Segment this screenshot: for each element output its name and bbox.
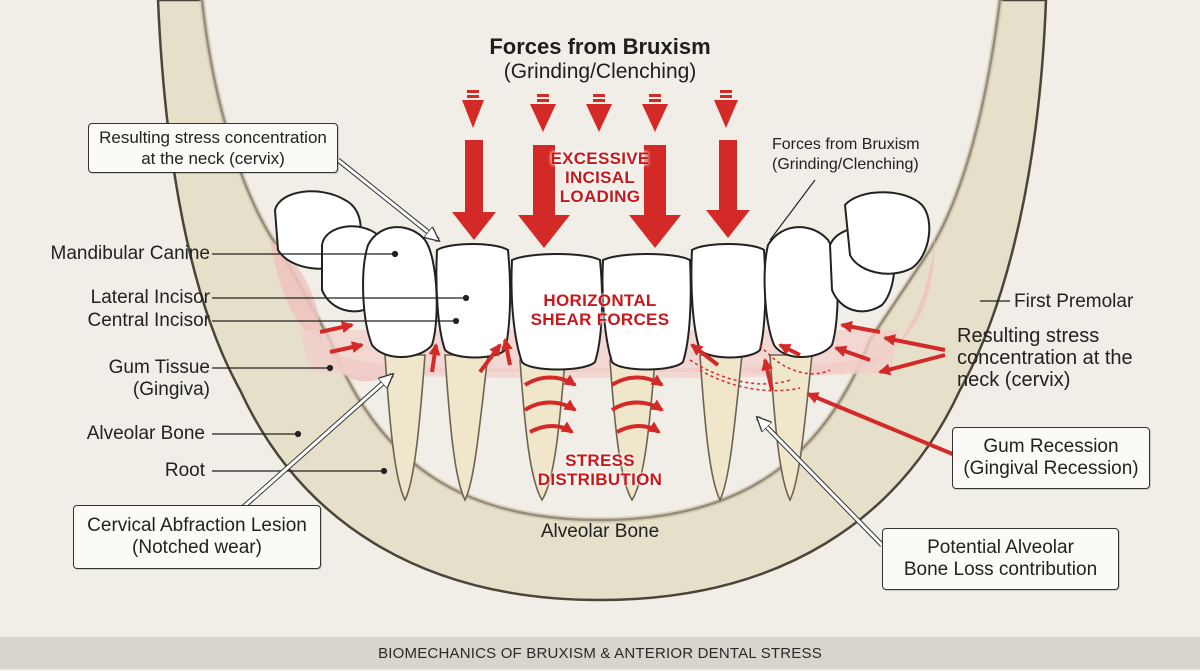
label-lateral-incisor: Lateral Incisor (90, 287, 210, 308)
root-lateral-right (699, 354, 743, 502)
label-horizontal-shear: HORIZONTAL SHEAR FORCES (520, 291, 680, 329)
diagram-title: Forces from Bruxism (489, 34, 711, 59)
recession-dashes (689, 344, 831, 392)
stress-distribution-arrows (523, 374, 664, 434)
label-stress-right: Resulting stress concentration at the ne… (957, 325, 1133, 391)
gum-recession-box-line1: Gum Recession (983, 436, 1119, 457)
label-shear-line1: HORIZONTAL (543, 291, 657, 310)
label-first-premolar: First Premolar (1014, 291, 1134, 312)
tooth-canine-right (763, 226, 839, 358)
label-gum-tissue: Gum Tissue (Gingiva) (109, 357, 210, 401)
label-excessive-line2: INCISAL (564, 168, 636, 187)
leader-lines-left (212, 250, 470, 475)
label-forces-right-line2: (Grinding/Clenching) (772, 156, 919, 173)
tooth-lateral-right (690, 243, 767, 359)
root-canine-left (384, 354, 426, 502)
label-stress-right-line1: Resulting stress (957, 325, 1100, 347)
root-central-left (519, 359, 566, 502)
label-stress-dist-line2: DISTRIBUTION (537, 470, 663, 489)
bone-loss-box-line1: Potential Alveolar (927, 537, 1074, 558)
label-stress-right-line2: concentration at the (957, 347, 1133, 369)
right-stress-arrows (806, 334, 956, 457)
force-arrows-down (452, 90, 750, 248)
label-central-incisor: Central Incisor (87, 310, 211, 331)
force-arrow-2 (518, 145, 570, 248)
label-stress-dist-line1: STRESS (565, 451, 635, 470)
teeth (273, 190, 931, 371)
bone-loss-box-line2: Bone Loss contribution (903, 559, 1098, 580)
roots (384, 354, 813, 502)
label-alveolar-bone-center: Alveolar Bone (540, 521, 660, 542)
label-forces-right-line1: Forces from Bruxism (772, 136, 920, 153)
force-arrow-tops (462, 90, 738, 132)
tooth-central-right (601, 253, 692, 371)
label-mandibular-canine: Mandibular Canine (50, 243, 211, 264)
label-alveolar-bone-left: Alveolar Bone (86, 423, 205, 444)
label-gum-tissue-line2: (Gingiva) (132, 379, 210, 400)
label-root: Root (164, 460, 205, 481)
tooth-premolar-right-back (843, 191, 931, 275)
stress-box-left-line1: Resulting stress concentration (99, 128, 327, 147)
label-gum-tissue-line1: Gum Tissue (108, 357, 210, 378)
mandible-inner-shade (199, 0, 1003, 524)
tooth-canine-left (362, 226, 438, 358)
label-stress-distribution: STRESS DISTRIBUTION (525, 451, 675, 489)
label-stress-right-line3: neck (cervix) (957, 369, 1071, 391)
label-forces-right: Forces from Bruxism (Grinding/Clenching) (772, 135, 920, 175)
label-shear-line2: SHEAR FORCES (530, 310, 670, 329)
force-arrow-1 (452, 140, 496, 240)
abfraction-box-line1: Cervical Abfraction Lesion (87, 515, 307, 536)
bone-loss-box: Potential Alveolar Bone Loss contributio… (882, 528, 1119, 590)
label-excessive-line1: EXCESSIVE (550, 149, 650, 168)
stress-box-left-line2: at the neck (cervix) (141, 149, 285, 168)
root-lateral-left (444, 354, 489, 502)
force-arrow-4 (706, 140, 750, 238)
label-excessive-loading: EXCESSIVE INCISAL LOADING (540, 149, 660, 206)
cervical-stress-arrows (319, 320, 881, 391)
gum-recession-box-line2: (Gingival Recession) (963, 458, 1139, 479)
force-arrow-3 (629, 145, 681, 248)
footer-caption: BIOMECHANICS OF BRUXISM & ANTERIOR DENTA… (0, 637, 1200, 669)
stress-concentration-box-left: Resulting stress concentration at the ne… (88, 123, 338, 173)
gum-recession-box: Gum Recession (Gingival Recession) (952, 427, 1150, 489)
tooth-lateral-left (435, 243, 512, 359)
abfraction-box: Cervical Abfraction Lesion (Notched wear… (73, 505, 321, 569)
diagram-subtitle: (Grinding/Clenching) (503, 60, 697, 83)
leader-lines-right (769, 179, 1010, 302)
label-excessive-line3: LOADING (559, 187, 641, 206)
callout-arrows (238, 158, 884, 547)
tooth-central-left (510, 253, 604, 371)
abfraction-box-line2: (Notched wear) (132, 537, 262, 558)
